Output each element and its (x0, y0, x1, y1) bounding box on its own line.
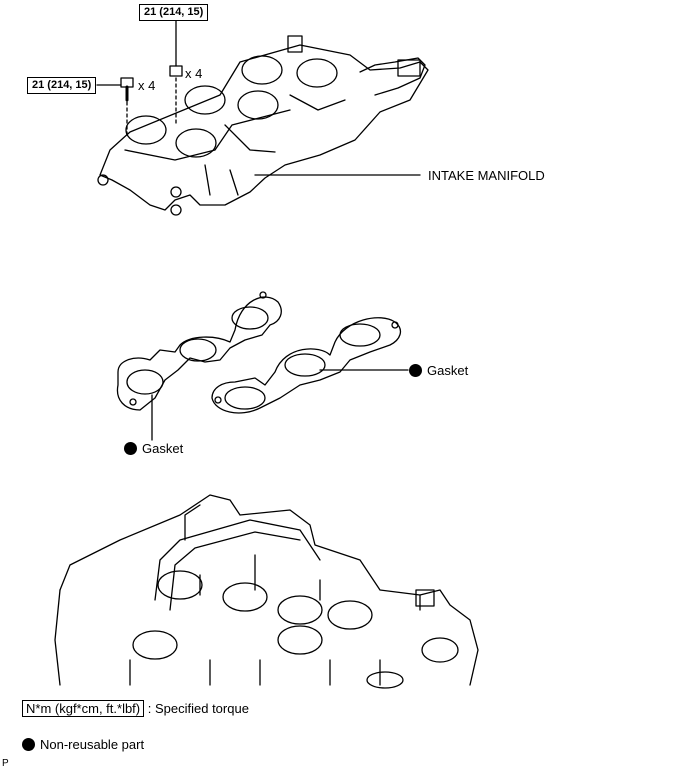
non-reusable-icon (409, 364, 422, 377)
legend-non-reusable: Non-reusable part (22, 737, 144, 752)
legend-non-reusable-text: Non-reusable part (40, 737, 145, 752)
legend-torque-unit: N*m (kgf*cm, ft.*lbf) (22, 700, 145, 717)
gasket-right-label: Gasket (409, 363, 468, 378)
gasket-left-illustration (116, 291, 282, 411)
bolt-left-icon (120, 77, 134, 136)
qty-left-label: x 4 (138, 78, 156, 93)
intake-manifold-label: INTAKE MANIFOLD (428, 168, 545, 183)
gasket-left-label: Gasket (124, 441, 183, 456)
gasket-right-illustration (211, 317, 402, 414)
intake-manifold-illustration (97, 35, 429, 216)
footer-code: P (2, 758, 9, 769)
non-reusable-icon (124, 442, 137, 455)
qty-top-label: x 4 (185, 66, 203, 81)
non-reusable-icon (22, 738, 35, 751)
engine-block-illustration (54, 494, 479, 689)
gasket-right-text: Gasket (427, 363, 469, 378)
legend-torque: N*m (kgf*cm, ft.*lbf) : Specified torque (22, 700, 249, 717)
legend-torque-desc: : Specified torque (147, 701, 249, 716)
torque-spec-left: 21 (214, 15) (27, 77, 97, 94)
torque-spec-top: 21 (214, 15) (139, 4, 209, 21)
gasket-left-text: Gasket (142, 441, 184, 456)
nut-top-icon (169, 65, 183, 126)
